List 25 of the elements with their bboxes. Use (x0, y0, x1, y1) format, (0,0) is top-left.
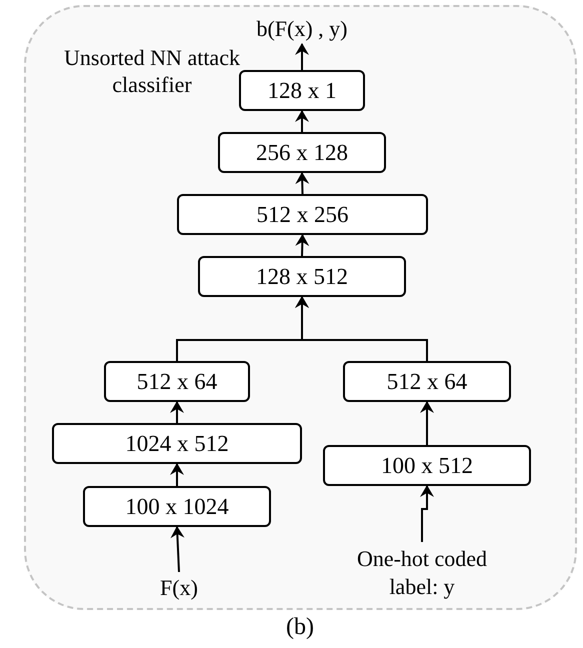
frame-heading: Unsorted NN attack classifier (63, 44, 241, 98)
layer-box: 100 x 1024 (83, 486, 271, 527)
layer-box: 512 x 256 (177, 194, 428, 235)
input-label: F(x) (149, 572, 209, 604)
layer-box: 512 x 64 (343, 361, 511, 402)
arrow (420, 401, 434, 445)
layer-box: 100 x 512 (323, 445, 531, 486)
arrow (295, 234, 310, 256)
layer-box: 128 x 1 (239, 70, 365, 111)
arrow (295, 296, 428, 361)
figure-caption: (b) (285, 613, 315, 642)
output-label: b(F(x) , y) (242, 14, 362, 44)
layer-box: 128 x 512 (198, 256, 406, 297)
arrow (295, 110, 309, 132)
arrow (420, 485, 434, 542)
arrow (295, 172, 310, 194)
arrow (295, 43, 309, 70)
layer-box: 256 x 128 (218, 132, 386, 173)
arrow (170, 463, 184, 486)
input-label: One-hot coded label: y (332, 542, 512, 604)
layer-box: 512 x 64 (104, 361, 250, 402)
group-frame (24, 5, 577, 610)
arrow (170, 526, 184, 572)
layer-box: 1024 x 512 (52, 423, 302, 464)
arrow (170, 401, 184, 423)
